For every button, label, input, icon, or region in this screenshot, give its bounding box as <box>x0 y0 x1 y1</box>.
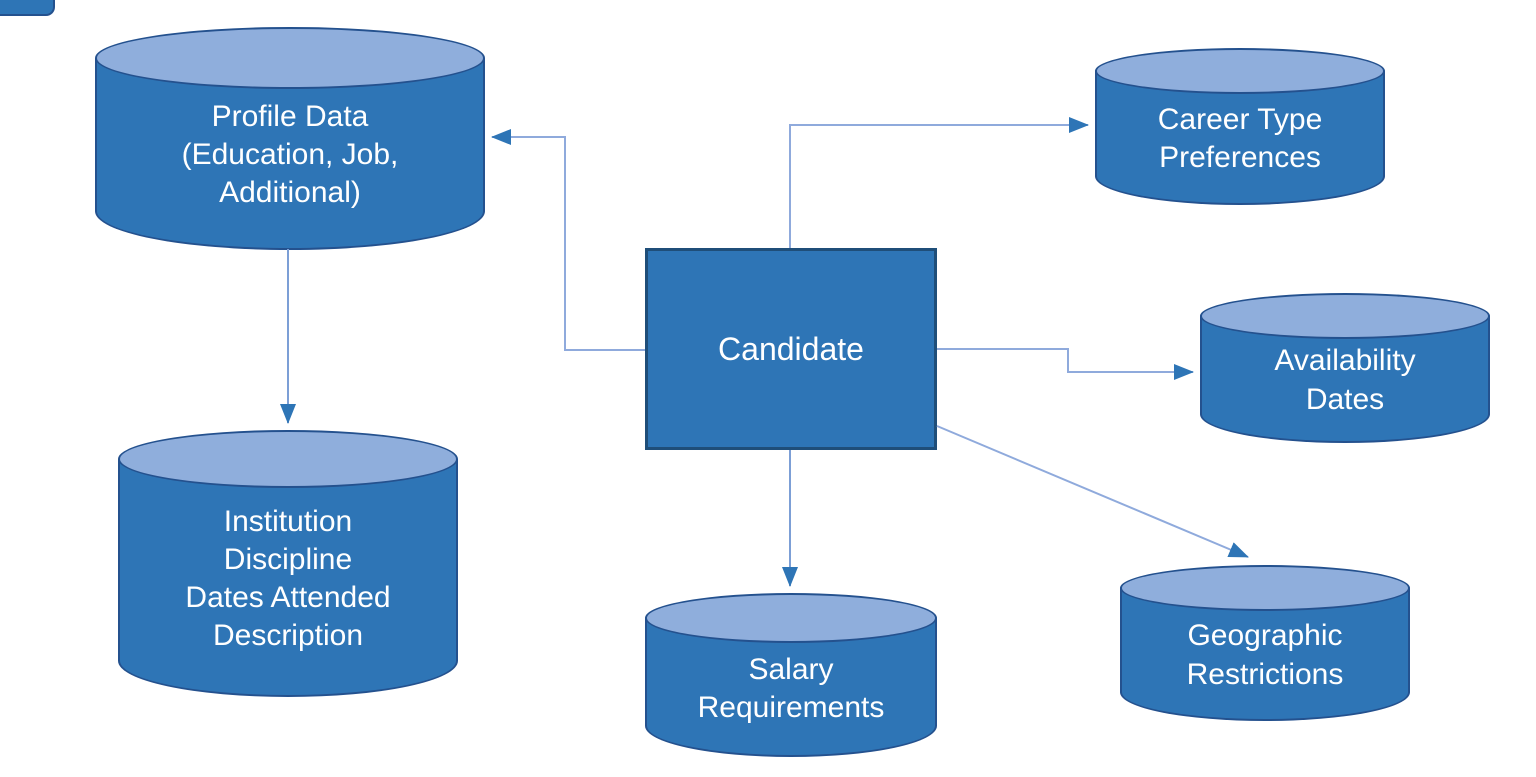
cylinder-top-ellipse <box>1200 293 1490 339</box>
institution-details-label: Institution Discipline Dates Attended De… <box>185 505 391 653</box>
cylinder-top-ellipse <box>95 27 485 89</box>
profile-data-store: Profile Data (Education, Job, Additional… <box>95 27 485 250</box>
availability-dates-label: Availability Dates <box>1274 344 1416 416</box>
salary-requirements-store: Salary Requirements <box>645 593 937 757</box>
candidate-entity-box: Candidate <box>645 248 937 450</box>
career-type-preferences-store: Career Type Preferences <box>1095 48 1385 205</box>
geographic-restrictions-label: Geographic Restrictions <box>1186 619 1344 691</box>
institution-details-store: Institution Discipline Dates Attended De… <box>118 430 458 697</box>
connector-candidate-to-career <box>789 117 1089 248</box>
cylinder-top-ellipse <box>1095 48 1385 94</box>
cylinder-body <box>95 58 485 250</box>
salary-requirements-label: Salary Requirements <box>697 652 885 724</box>
cylinder-top-ellipse <box>645 593 937 643</box>
cylinder-body <box>1200 316 1490 443</box>
connector-candidate-to-availability <box>937 348 1194 380</box>
availability-dates-store: Availability Dates <box>1200 293 1490 443</box>
cylinder-top-ellipse <box>118 430 458 488</box>
cylinder-body <box>118 459 458 697</box>
career-type-preferences-label: Career Type Preferences <box>1157 102 1323 175</box>
cylinder-top-ellipse <box>1120 565 1410 611</box>
geographic-restrictions-store: Geographic Restrictions <box>1120 565 1410 721</box>
candidate-label: Candidate <box>718 330 864 367</box>
connector-candidate-to-geographic <box>936 425 1249 558</box>
connector-candidate-to-profile <box>491 129 645 351</box>
profile-data-label: Profile Data (Education, Job, Additional… <box>181 100 399 210</box>
corner-shape-fragment <box>0 0 55 16</box>
